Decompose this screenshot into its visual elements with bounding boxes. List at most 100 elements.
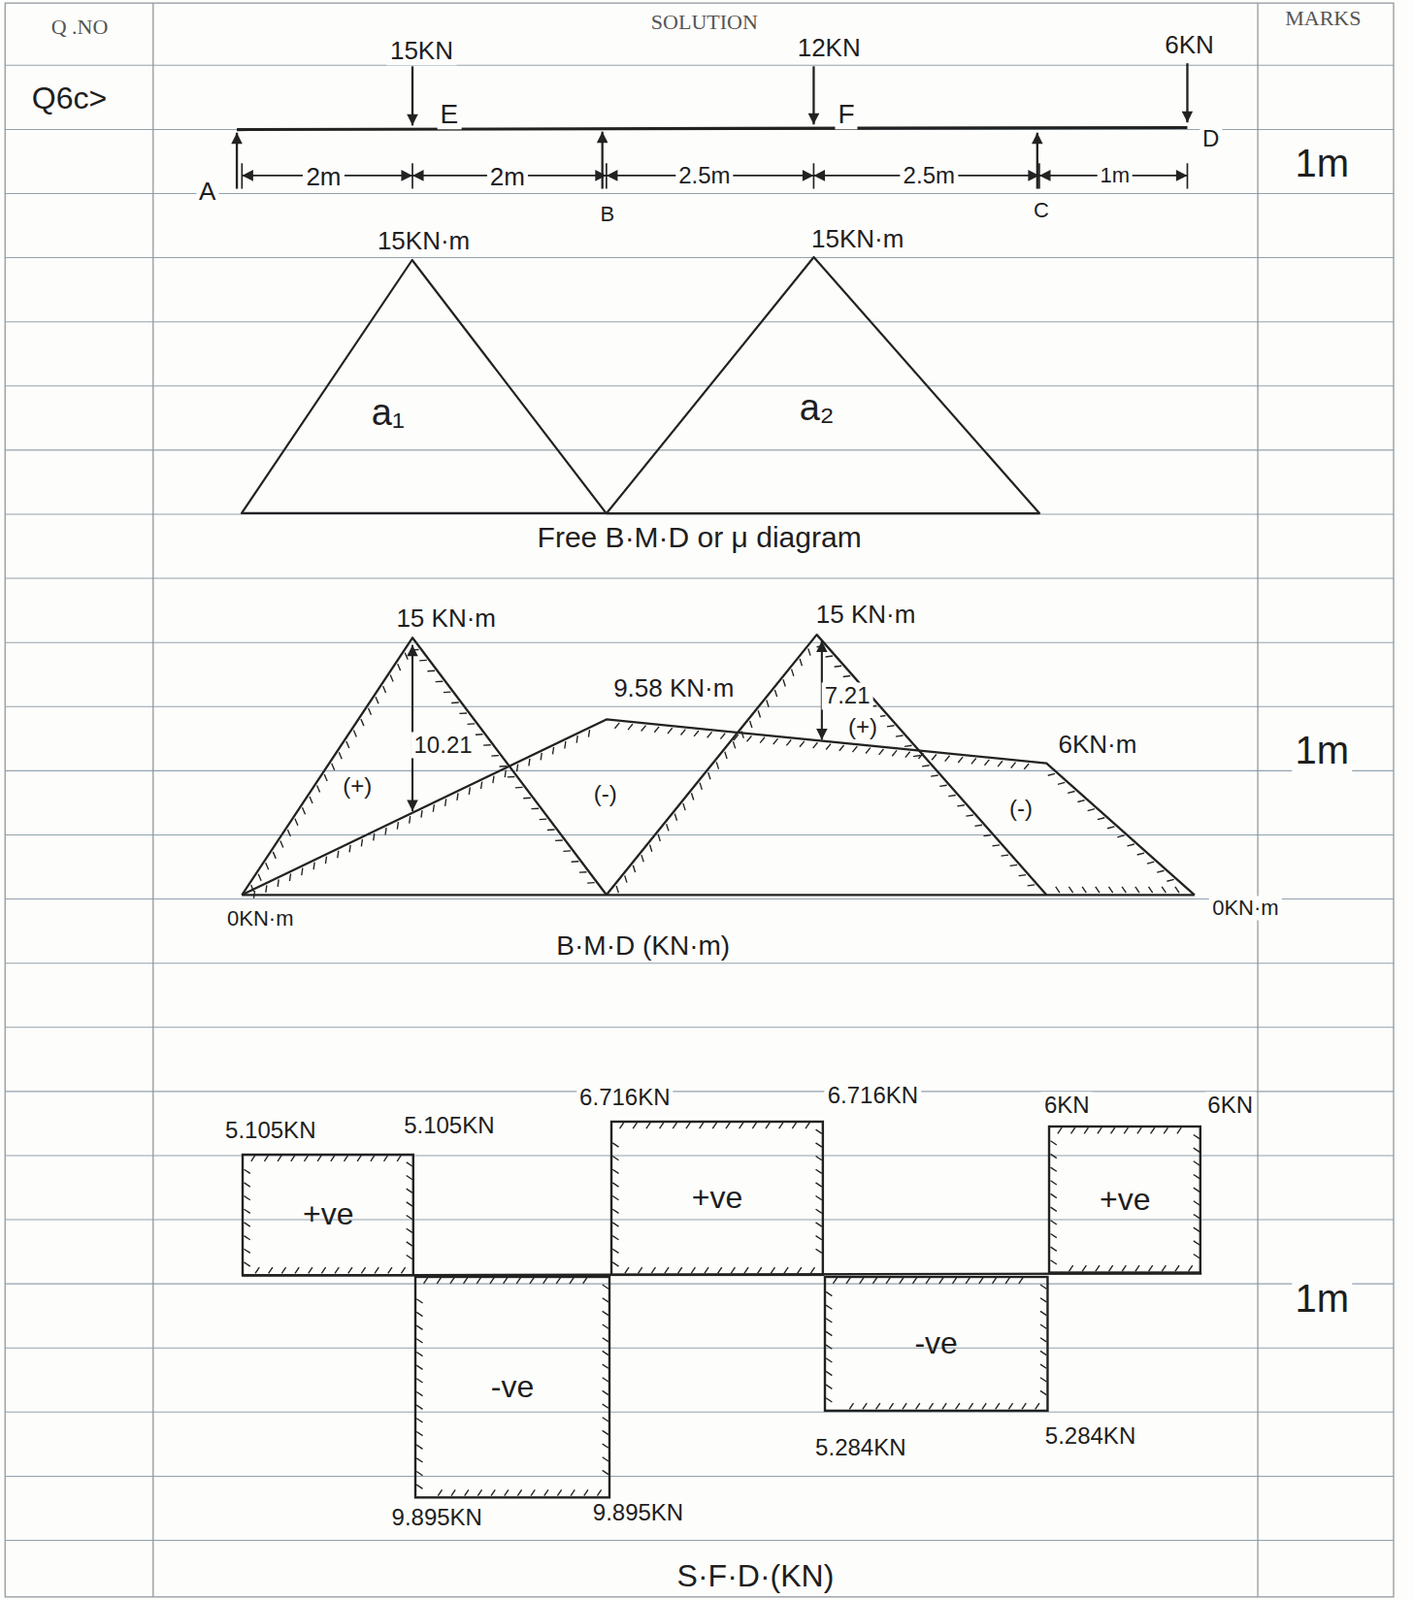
hatch-tick xyxy=(750,721,753,728)
hatch-tick xyxy=(334,1267,339,1274)
hatch-tick xyxy=(724,752,727,759)
diagram-label: 6KN·m xyxy=(1054,730,1140,759)
hatch-tick xyxy=(400,1267,405,1274)
hatch-tick xyxy=(1193,1241,1200,1246)
hatch-tick xyxy=(783,679,786,687)
hatch-tick xyxy=(825,1305,832,1310)
hatch-tick xyxy=(1150,1127,1155,1134)
hatch-tick xyxy=(404,653,408,660)
hatch-tick xyxy=(528,758,530,767)
hatch-tick xyxy=(463,1278,468,1284)
diagram-label: 6.716KN xyxy=(824,1082,921,1109)
hatch-tick xyxy=(556,1278,560,1284)
hatch-tick xyxy=(517,1489,522,1496)
hatch-tick xyxy=(481,782,483,790)
hatch-tick xyxy=(416,1365,423,1370)
diagram-label: 1m xyxy=(1292,728,1353,772)
hatch-tick xyxy=(1040,1378,1047,1382)
hatch-tick xyxy=(529,1278,534,1284)
hatch-tick xyxy=(797,1267,802,1274)
hatch-tick xyxy=(624,1267,629,1274)
hatch-tick xyxy=(747,735,753,742)
diagram-label: MARKS xyxy=(1282,5,1364,31)
hatch-tick xyxy=(637,1267,642,1274)
hatch-tick xyxy=(1121,1265,1126,1272)
hatch-tick xyxy=(699,783,702,790)
hatch-tick xyxy=(646,1122,651,1129)
ruled-line xyxy=(4,1348,1394,1349)
hatch-tick xyxy=(588,729,590,738)
hatch-tick xyxy=(1050,1153,1056,1158)
hatch-tick xyxy=(507,776,516,779)
hatch-tick xyxy=(368,708,372,716)
hatch-tick xyxy=(419,659,428,662)
hatch-tick xyxy=(995,1403,1000,1410)
hatch-tick xyxy=(979,1278,984,1284)
moment-triangle: a₂ xyxy=(606,257,1040,514)
hatch-tick xyxy=(654,726,659,733)
node-outline xyxy=(241,260,607,514)
hatch-tick xyxy=(331,763,335,771)
hatch-tick xyxy=(732,741,735,749)
hatch-tick xyxy=(499,765,508,768)
hatch-tick xyxy=(303,1154,308,1161)
hatch-tick xyxy=(1188,1265,1193,1272)
hatch-tick xyxy=(1055,887,1060,893)
hatch-tick xyxy=(825,1398,832,1403)
hatch-tick xyxy=(416,1405,423,1410)
hatch-tick xyxy=(612,1209,619,1214)
hatch-tick xyxy=(616,886,619,893)
hatch-tick xyxy=(765,1122,770,1129)
hatch-tick xyxy=(416,1299,423,1304)
diagram-label: 6KN xyxy=(1204,1092,1256,1119)
hatch-tick xyxy=(1166,879,1174,882)
beam xyxy=(236,127,1187,130)
hatch-tick xyxy=(416,1445,423,1449)
hatch-tick xyxy=(277,1154,282,1161)
hatch-tick xyxy=(1175,887,1180,893)
hatch-tick xyxy=(569,1278,574,1284)
hatch-tick xyxy=(1193,1227,1200,1232)
hatch-tick xyxy=(1040,1298,1047,1303)
hatch-tick xyxy=(406,1202,413,1207)
hatch-tick xyxy=(301,868,303,877)
hatch-tick xyxy=(255,1267,260,1274)
hatch-tick xyxy=(872,1278,877,1284)
hatch-tick xyxy=(1040,1284,1047,1289)
hatch-tick xyxy=(553,747,555,756)
hatch-tick xyxy=(686,1122,691,1129)
hatch-tick xyxy=(974,824,983,826)
hatch-tick xyxy=(879,749,885,756)
ordinate-arrow xyxy=(411,645,414,812)
diagram-label: 1m xyxy=(1292,141,1353,185)
diagram-label: 15KN·m xyxy=(808,226,907,255)
hatch-tick xyxy=(791,669,794,677)
table-border xyxy=(4,2,1394,1598)
hatch-tick xyxy=(373,833,375,842)
hatch-tick xyxy=(544,1489,549,1496)
hatch-tick xyxy=(957,756,963,763)
diagram-label: 1m xyxy=(1292,1277,1353,1320)
hatch-tick xyxy=(902,1403,907,1410)
load-arrow xyxy=(411,65,414,126)
hatch-tick xyxy=(1117,835,1124,838)
ruled-line xyxy=(4,257,1394,259)
hatch-tick xyxy=(718,1267,723,1274)
hatch-tick xyxy=(1193,1161,1200,1166)
hatch-tick xyxy=(839,745,845,752)
hatch-tick xyxy=(641,854,644,862)
hatch-tick xyxy=(277,879,279,888)
hatch-tick xyxy=(1193,1134,1200,1139)
hatch-tick xyxy=(968,1403,973,1410)
hatch-tick xyxy=(667,727,673,734)
shear-block: -ve xyxy=(823,1276,1049,1413)
hatch-tick xyxy=(651,1267,656,1274)
hatch-tick xyxy=(459,712,467,715)
hatch-tick xyxy=(816,1169,823,1174)
hatch-tick xyxy=(435,681,444,684)
hatch-tick xyxy=(406,1216,413,1220)
diagram-label: 5.105KN xyxy=(400,1113,497,1140)
hatch-tick xyxy=(1193,1174,1200,1179)
hatch-tick xyxy=(791,1122,796,1129)
hatch-tick xyxy=(476,1278,481,1284)
